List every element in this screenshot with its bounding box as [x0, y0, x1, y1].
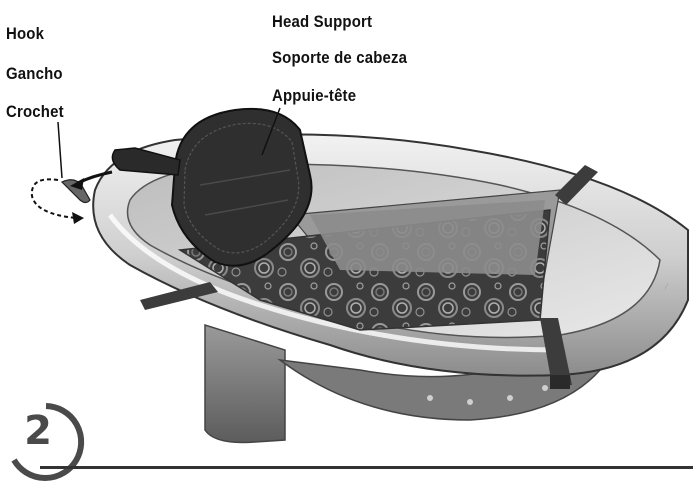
head-support-label-es: Soporte de cabeza — [272, 48, 407, 68]
hook-label-en: Hook — [6, 24, 44, 44]
hook-leader-line — [58, 122, 62, 178]
head-support-label-en: Head Support — [272, 12, 372, 32]
step-number: 2 — [8, 408, 68, 454]
bottom-rule — [40, 466, 693, 469]
hook-label-es: Gancho — [6, 64, 63, 84]
hook-label-fr: Crochet — [6, 102, 64, 122]
head-support-label-fr: Appuie-tête — [272, 86, 356, 106]
